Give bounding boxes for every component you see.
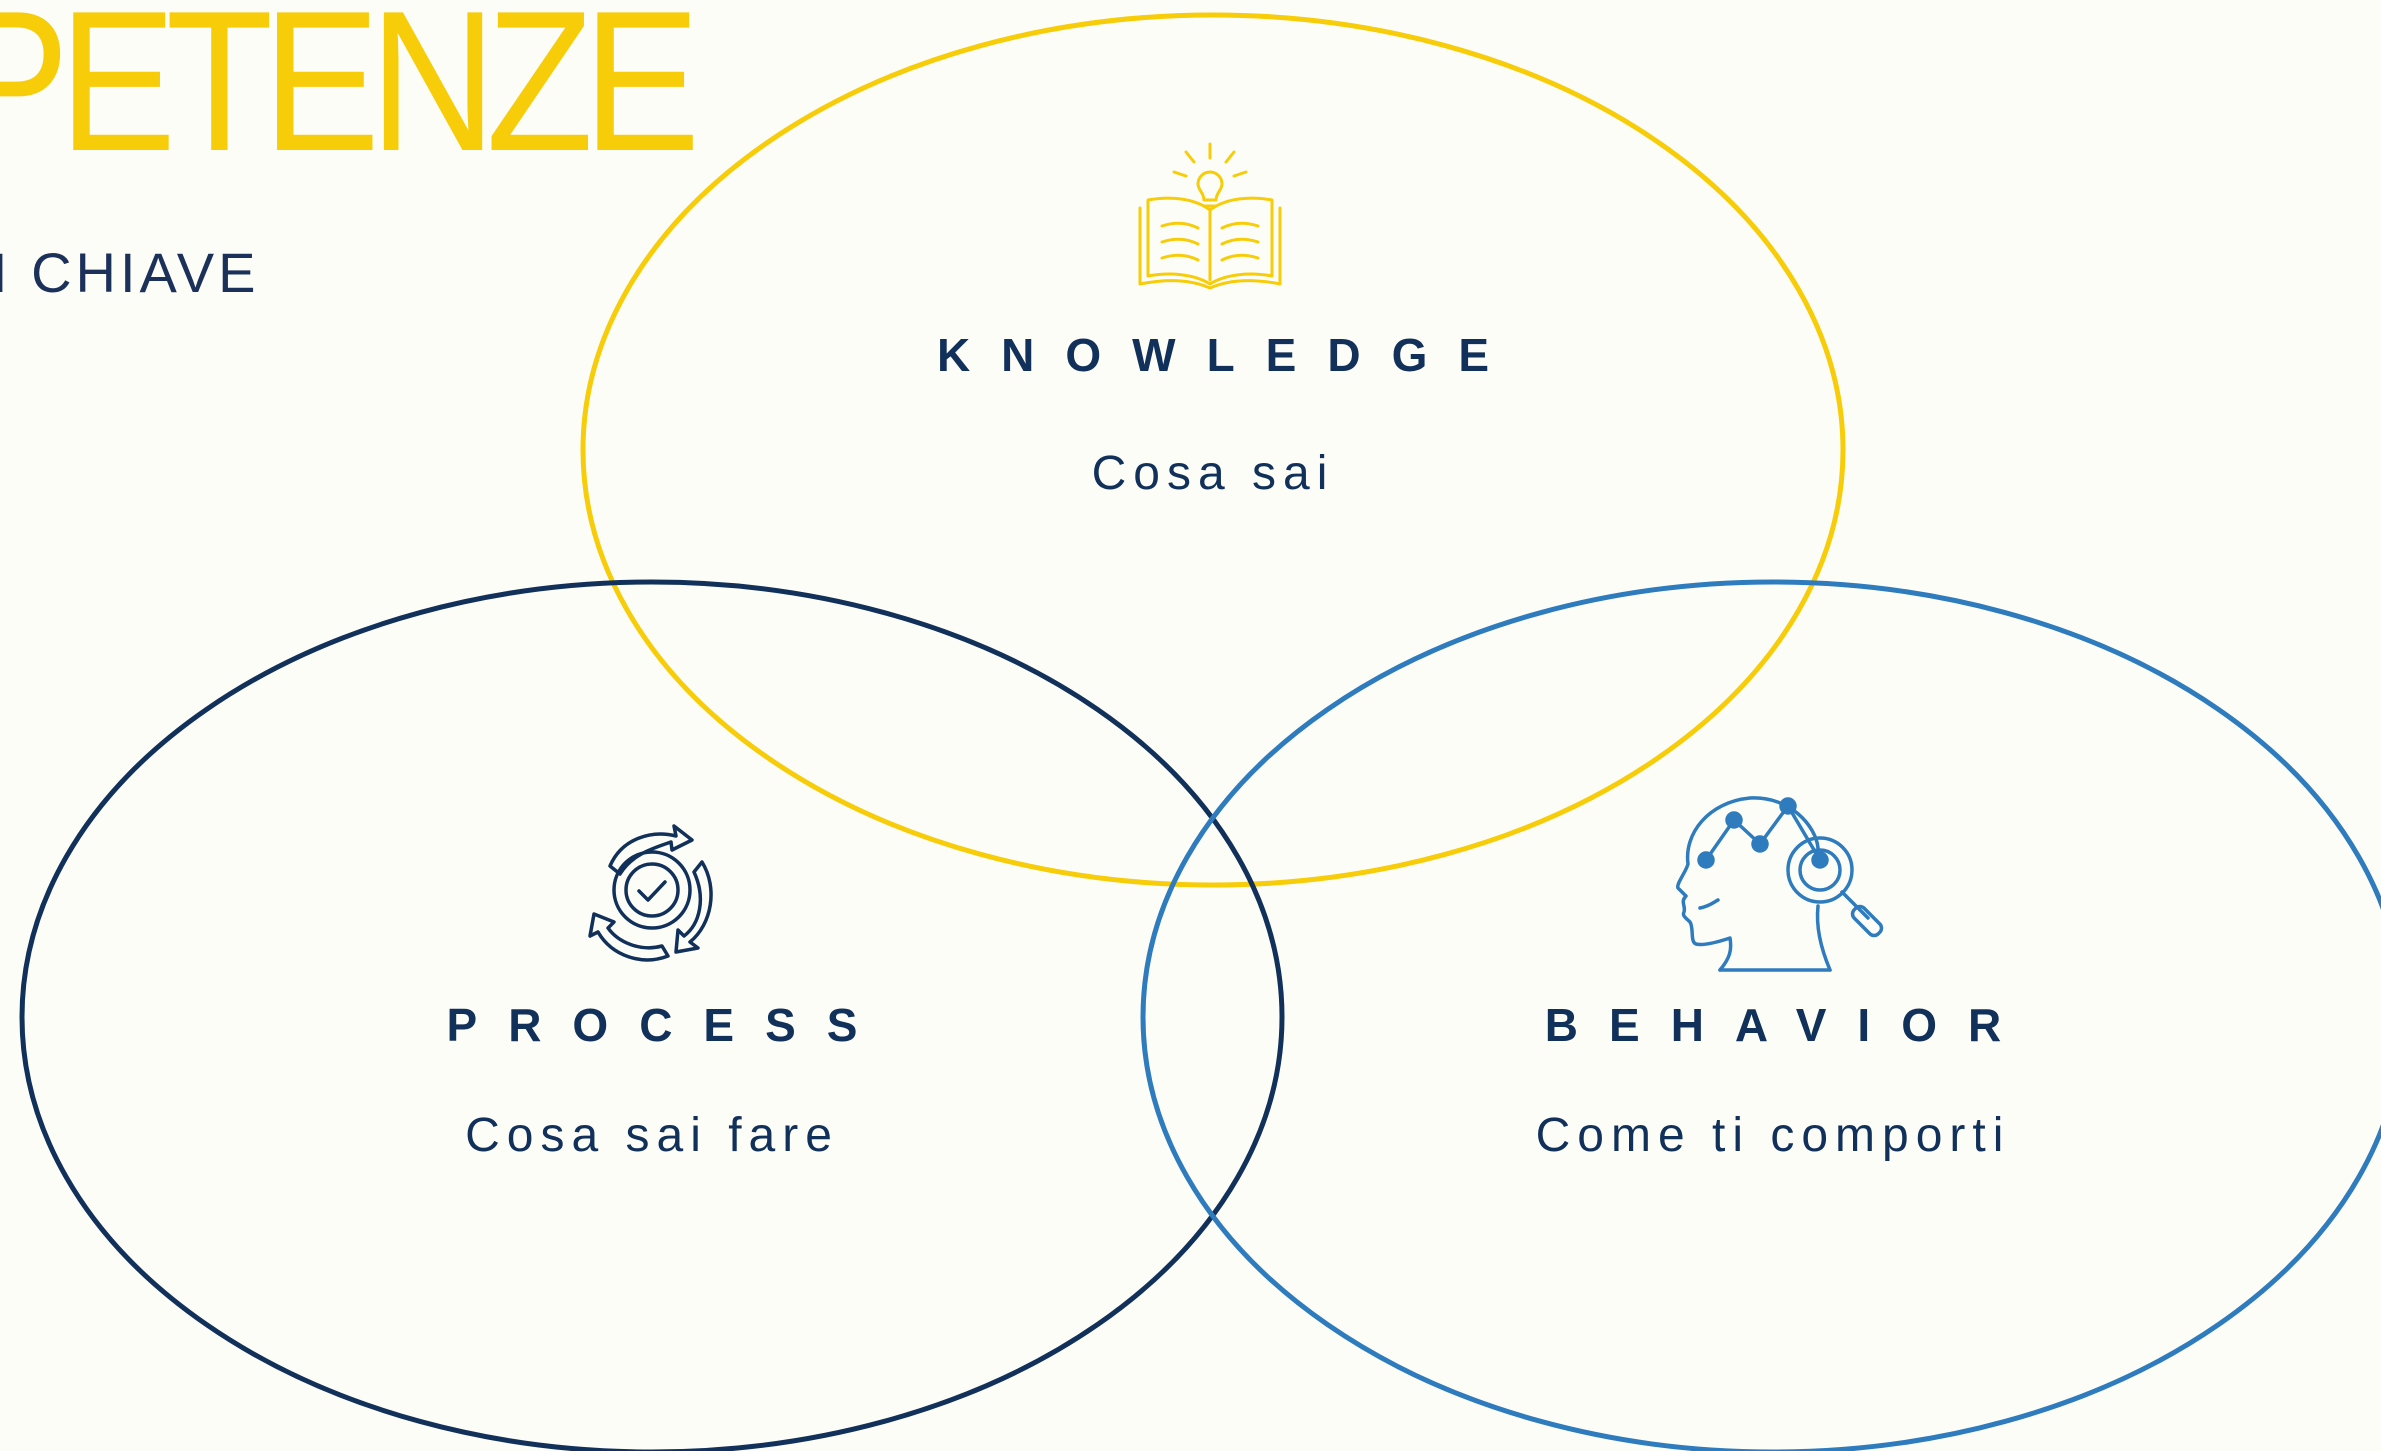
page-title: PETENZE <box>0 0 700 193</box>
process-label: PROCESS <box>446 999 889 1051</box>
knowledge-label: KNOWLEDGE <box>936 329 1521 381</box>
head-analytics-icon <box>1676 796 1884 972</box>
book-lightbulb-icon <box>1138 142 1282 290</box>
cycle-check-icon <box>588 824 713 962</box>
behavior-label: BEHAVIOR <box>1544 999 2033 1051</box>
knowledge-description: Cosa sai <box>1091 447 1335 500</box>
behavior-description: Come ti comporti <box>1535 1109 2011 1162</box>
knowledge-circle <box>580 12 1846 888</box>
process-description: Cosa sai fare <box>465 1109 839 1162</box>
process-circle <box>19 579 1285 1451</box>
page-subtitle: I CHIAVE <box>0 241 260 304</box>
behavior-circle <box>1140 579 2381 1451</box>
